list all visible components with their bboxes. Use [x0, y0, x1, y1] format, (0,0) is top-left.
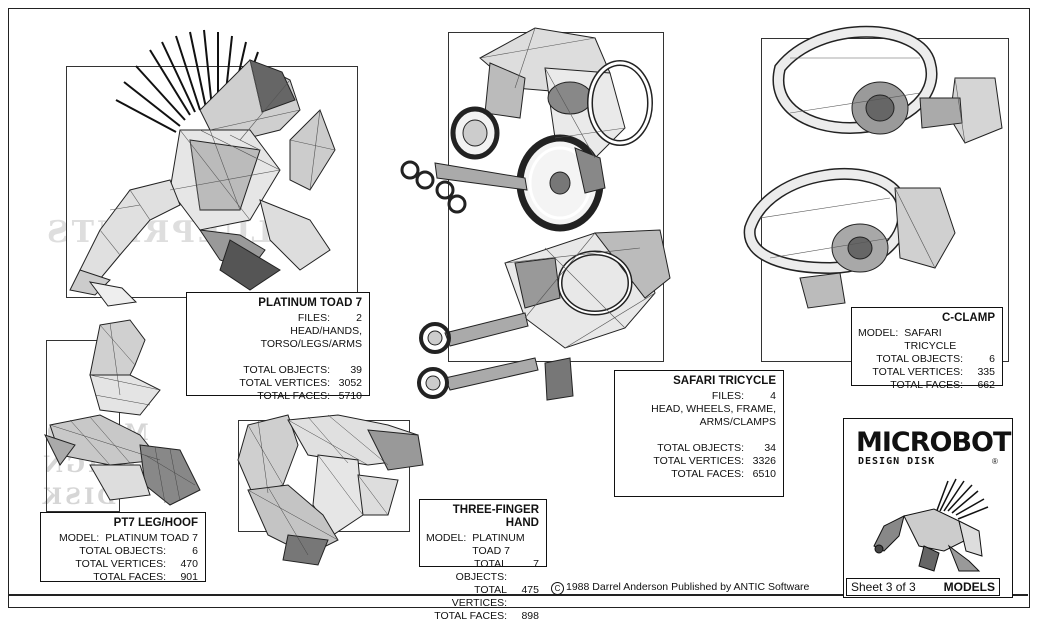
model-label: MODEL: [58, 532, 100, 544]
three-finger-hand-info-box: THREE-FINGER HAND MODEL:PLATINUM TOAD 7 … [419, 499, 547, 622]
files-value: 2 [356, 312, 362, 324]
three-finger-hand-title: THREE-FINGER HAND [452, 504, 539, 529]
sheet-label-box: Sheet 3 of 3 MODELS [846, 578, 1000, 596]
files-value: 4 [770, 390, 776, 402]
bottom-rule [8, 594, 1028, 596]
three-finger-hand-wireframe [228, 405, 438, 575]
pt7-leg-title: PT7 LEG/HOOF [113, 517, 198, 529]
faces-value: 901 [180, 571, 198, 583]
vertices-value: 475 [521, 584, 539, 596]
faces-label: TOTAL FACES: [257, 390, 330, 402]
vertices-label: TOTAL VERTICES: [75, 558, 166, 570]
model-value: SAFARI TRICYCLE [904, 327, 957, 352]
pt7-leg-info-box: PT7 LEG/HOOF MODEL: PLATINUM TOAD 7 TOTAL… [40, 512, 206, 583]
sheet-section: MODELS [943, 580, 995, 594]
platinum-toad-title: PLATINUM TOAD 7 [258, 297, 362, 309]
vertices-label: TOTAL VERTICES: [239, 377, 330, 389]
objects-label: TOTAL OBJECTS: [876, 353, 963, 365]
c-clamp-info-box: C-CLAMP MODEL: SAFARI TRICYCLE TOTAL OBJE… [851, 307, 1003, 391]
model-label: MODEL: [858, 327, 899, 339]
platinum-toad-wireframe [50, 20, 370, 310]
pt7-leg-wireframe [30, 315, 215, 515]
files-label: FILES: [711, 390, 744, 402]
credit-text: 1988 Darrel Anderson Published by ANTIC … [566, 581, 810, 593]
platinum-toad-info-box: PLATINUM TOAD 7 FILES: 2 HEAD/HANDS, TORS… [186, 292, 370, 402]
objects-label: TOTAL OBJECTS: [657, 442, 744, 454]
objects-value: 6 [989, 353, 995, 365]
files-list: HEAD/HANDS, TORSO/LEGS/ARMS [260, 325, 362, 350]
registered-mark: ® [992, 457, 998, 466]
faces-value: 898 [521, 610, 539, 622]
safari-tricycle-wireframe [395, 18, 695, 418]
objects-label: TOTAL OBJECTS: [79, 545, 166, 557]
objects-label: TOTAL OBJECTS: [455, 558, 507, 583]
model-label: MODEL: [426, 532, 467, 544]
faces-value: 6510 [752, 468, 776, 480]
faces-value: 5710 [338, 390, 362, 402]
faces-label: TOTAL FACES: [93, 571, 166, 583]
vertices-label: TOTAL VERTICES: [451, 584, 507, 609]
objects-value: 39 [350, 364, 362, 376]
design-disk-subtitle: DESIGN DISK [858, 456, 936, 467]
objects-label: TOTAL OBJECTS: [243, 364, 330, 376]
microbot-logo-wordmark: MICROBOT [856, 427, 1011, 458]
objects-value: 34 [764, 442, 776, 454]
microbot-logo-box: MICROBOT DESIGN DISK ® [843, 418, 1013, 598]
objects-value: 7 [533, 558, 539, 570]
objects-value: 6 [192, 545, 198, 557]
faces-label: TOTAL FACES: [890, 379, 963, 391]
faces-label: TOTAL FACES: [671, 468, 744, 480]
vertices-label: TOTAL VERTICES: [653, 455, 744, 467]
c-clamp-title: C-CLAMP [941, 312, 995, 324]
files-list-line-2: ARMS/CLAMPS [699, 416, 776, 428]
sheet-number: Sheet 3 of 3 [851, 580, 916, 594]
safari-tricycle-info-box: SAFARI TRICYCLE FILES: 4 HEAD, WHEELS, FR… [614, 370, 784, 497]
faces-label: TOTAL FACES: [434, 610, 507, 622]
safari-tricycle-title: SAFARI TRICYCLE [673, 375, 776, 387]
files-list-line-1: HEAD, WHEELS, FRAME, [651, 403, 776, 415]
vertices-value: 3326 [752, 455, 776, 467]
copyright-icon: C [551, 582, 564, 595]
vertices-value: 3052 [338, 377, 362, 389]
page-border [8, 8, 1030, 608]
faces-value: 662 [977, 379, 995, 391]
files-label: FILES: [297, 312, 330, 324]
c-clamp-wireframe [730, 18, 1030, 318]
vertices-value: 335 [977, 366, 995, 378]
microbot-logo-creature-icon [864, 471, 1004, 576]
vertices-label: TOTAL VERTICES: [872, 366, 963, 378]
vertices-value: 470 [180, 558, 198, 570]
model-value: PLATINUM TOAD 7 [105, 532, 198, 544]
model-value: PLATINUM TOAD 7 [472, 532, 525, 557]
